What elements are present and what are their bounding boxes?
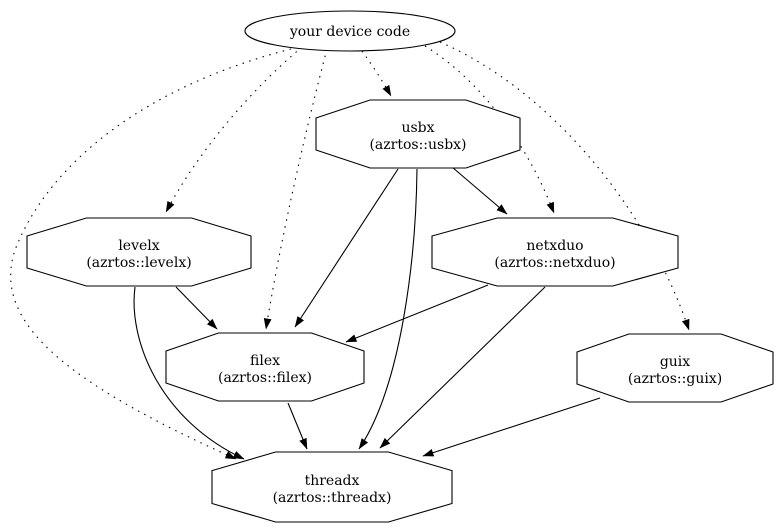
node-shape-octagon — [26, 217, 252, 287]
node-netxduo: netxduo(azrtos::netxduo) — [431, 217, 679, 287]
node-label: usbx — [401, 120, 434, 136]
edge-usbx-netxduo — [451, 166, 508, 215]
node-label: netxduo — [526, 238, 583, 254]
node-usbx: usbx(azrtos::usbx) — [315, 99, 521, 169]
nodes-layer: your device codeusbx(azrtos::usbx)levelx… — [26, 10, 774, 523]
node-threadx: threadx(azrtos::threadx) — [211, 451, 453, 523]
node-shape-octagon — [211, 451, 453, 523]
node-label: your device code — [289, 24, 410, 40]
edge-guix-threadx — [422, 397, 601, 457]
node-sublabel: (azrtos::guix) — [628, 371, 722, 387]
node-shape-octagon — [165, 332, 365, 402]
node-label: filex — [250, 353, 280, 369]
edge-device-threadx — [10, 48, 292, 460]
edge-levelx-filex — [175, 286, 218, 330]
node-device: your device code — [244, 10, 456, 52]
edges-layer — [10, 41, 690, 460]
node-shape-octagon — [431, 217, 679, 287]
node-sublabel: (azrtos::netxduo) — [494, 255, 615, 271]
edge-levelx-threadx — [133, 286, 245, 460]
node-sublabel: (azrtos::filex) — [218, 370, 312, 386]
edge-device-usbx — [361, 50, 392, 97]
edge-device-levelx — [165, 46, 303, 213]
node-guix: guix(azrtos::guix) — [576, 333, 774, 403]
edge-netxduo-filex — [345, 284, 489, 343]
edge-device-filex — [263, 48, 328, 330]
edge-netxduo-threadx — [379, 286, 546, 449]
edge-device-guix — [439, 41, 690, 331]
edge-filex-threadx — [287, 402, 308, 450]
edge-usbx-threadx — [358, 168, 418, 450]
edge-usbx-filex — [294, 168, 399, 328]
node-label: guix — [660, 354, 690, 370]
node-shape-ellipse — [244, 10, 456, 52]
node-sublabel: (azrtos::usbx) — [369, 137, 466, 153]
node-label: levelx — [118, 238, 159, 254]
node-sublabel: (azrtos::levelx) — [86, 255, 191, 271]
node-label: threadx — [305, 473, 360, 489]
node-shape-octagon — [576, 333, 774, 403]
node-shape-octagon — [315, 99, 521, 169]
node-filex: filex(azrtos::filex) — [165, 332, 365, 402]
node-levelx: levelx(azrtos::levelx) — [26, 217, 252, 287]
node-sublabel: (azrtos::threadx) — [273, 490, 392, 506]
